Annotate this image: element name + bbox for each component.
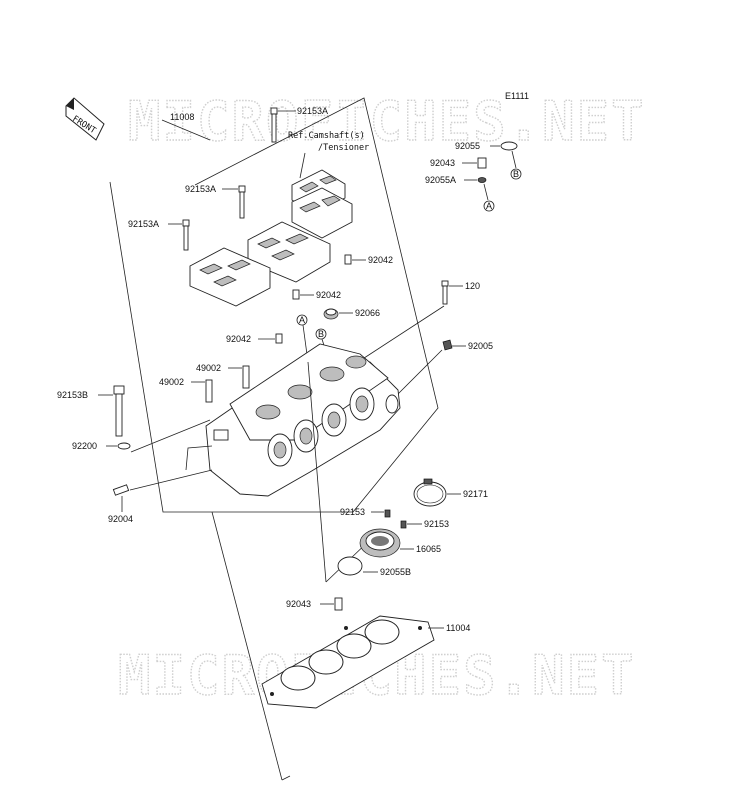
valve-guide-49002-a xyxy=(242,365,250,389)
ref-note-line1: Ref.Camshaft(s) xyxy=(288,131,365,141)
stud-92004 xyxy=(112,484,130,496)
ref-a-top-text: A xyxy=(486,201,492,211)
label-92005: 92005 xyxy=(468,341,493,351)
label-92171: 92171 xyxy=(463,489,488,499)
valve-guide-49002-b xyxy=(205,379,213,403)
label-92055B: 92055B xyxy=(380,567,411,577)
label-92042-c: 92042 xyxy=(226,334,251,344)
label-11004: 11004 xyxy=(446,623,470,633)
ref-note-line2: /Tensioner xyxy=(318,143,369,153)
cylinder-head xyxy=(205,343,401,497)
label-92066: 92066 xyxy=(355,308,380,318)
bolt-92153A-left xyxy=(182,219,190,251)
label-92042-b: 92042 xyxy=(316,290,341,300)
watermark-top: MICROFICHES.NET xyxy=(128,90,646,153)
label-92153A-top: 92153A xyxy=(297,106,328,116)
plug-92005 xyxy=(442,339,453,351)
ref-b-top-text: B xyxy=(513,169,519,179)
grommet-92066 xyxy=(323,308,339,320)
bolt-92153B xyxy=(113,385,125,437)
clamp-92171 xyxy=(413,478,447,507)
camshaft-cap-left xyxy=(189,247,271,307)
dowel-92043-top xyxy=(477,157,487,169)
head-gasket-11004 xyxy=(261,615,435,709)
bolt-92153-a xyxy=(384,509,391,518)
holder-16065 xyxy=(359,528,401,558)
ref-a-head-text: A xyxy=(299,315,305,325)
ref-marker-a-top xyxy=(483,200,495,212)
label-92153A-left: 92153A xyxy=(128,219,159,229)
dowel-92042-a xyxy=(344,254,352,265)
label-92042-a: 92042 xyxy=(368,255,393,265)
dowel-92042-b xyxy=(292,289,300,300)
camshaft-cap-right xyxy=(291,187,353,239)
label-92055: 92055 xyxy=(455,141,480,151)
frame-11008 xyxy=(109,97,439,513)
label-120: 120 xyxy=(465,281,480,291)
diagram-code: E1111 xyxy=(505,91,529,101)
label-92153A-mid: 92153A xyxy=(185,184,216,194)
label-11008: 11008 xyxy=(170,112,194,122)
washer-92200 xyxy=(117,442,131,450)
label-92004: 92004 xyxy=(108,514,133,524)
o-ring-92055A xyxy=(477,177,487,183)
ref-b-head-text: B xyxy=(318,329,324,339)
label-16065: 16065 xyxy=(416,544,441,554)
label-92200: 92200 xyxy=(72,441,97,451)
label-92043-bottom: 92043 xyxy=(286,599,311,609)
label-92153B: 92153B xyxy=(57,390,88,400)
o-ring-92055B xyxy=(337,556,363,576)
ref-marker-b-top xyxy=(510,168,522,180)
dowel-92043-bottom xyxy=(334,597,343,611)
label-49002-b: 49002 xyxy=(159,377,184,387)
label-49002-a: 49002 xyxy=(196,363,221,373)
front-arrow-icon: FRONT xyxy=(65,97,105,141)
ref-marker-b-head xyxy=(315,328,327,340)
ref-marker-a-head xyxy=(296,314,308,326)
o-ring-92055 xyxy=(500,141,518,151)
bolt-92153A-mid xyxy=(238,185,246,219)
dowel-92042-c xyxy=(275,333,283,344)
bolt-92153A-top xyxy=(270,107,278,143)
label-92153-a: 92153 xyxy=(340,507,365,517)
bolt-92153-b xyxy=(400,520,407,529)
bolt-120 xyxy=(441,280,449,305)
label-92055A: 92055A xyxy=(425,175,456,185)
label-92153-b: 92153 xyxy=(424,519,449,529)
label-92043-top: 92043 xyxy=(430,158,455,168)
